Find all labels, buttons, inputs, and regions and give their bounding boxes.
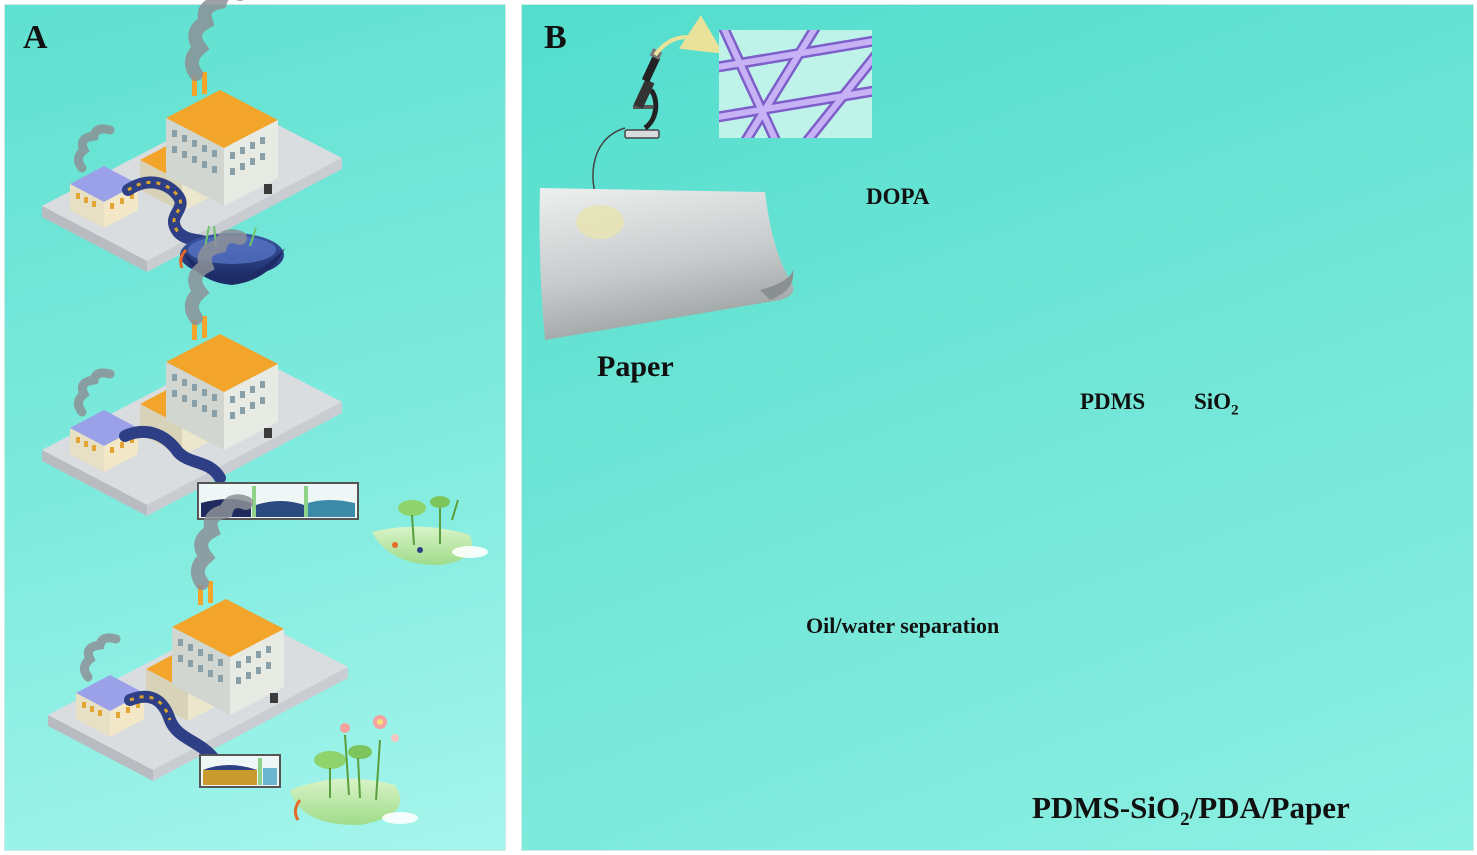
plant-icon [372, 496, 488, 566]
pollution-stream [119, 425, 226, 484]
sio2-base: SiO [1194, 389, 1232, 414]
final-subscript: 2 [1180, 809, 1190, 831]
sio2-subscript: 2 [1231, 402, 1239, 419]
magnifier-arrow-icon [653, 15, 724, 57]
sio2-label: SiO2 [1194, 389, 1239, 420]
final-part2: /PDA/Paper [1189, 790, 1350, 825]
dopa-label: DOPA [866, 184, 930, 209]
pdms-label: PDMS [1080, 389, 1146, 414]
panel-a-label: A [23, 19, 48, 56]
panel-b-label: B [544, 19, 567, 56]
final-part1: PDMS-SiO [1032, 790, 1181, 825]
panel-b: B [521, 4, 1474, 851]
factory-icon [42, 236, 342, 516]
microscope-icon [624, 48, 663, 139]
flower-icon [290, 715, 418, 826]
final-material-label: PDMS-SiO2/PDA/Paper [1032, 790, 1350, 831]
oil-water-label: Oil/water separation [806, 613, 1000, 638]
pollution-stream [124, 690, 221, 766]
fiber-zoom-image [719, 30, 872, 138]
filter-tank-icon [199, 754, 281, 788]
factory-icon [42, 0, 342, 272]
paper-sheet [539, 188, 794, 340]
paper-label: Paper [597, 350, 674, 383]
